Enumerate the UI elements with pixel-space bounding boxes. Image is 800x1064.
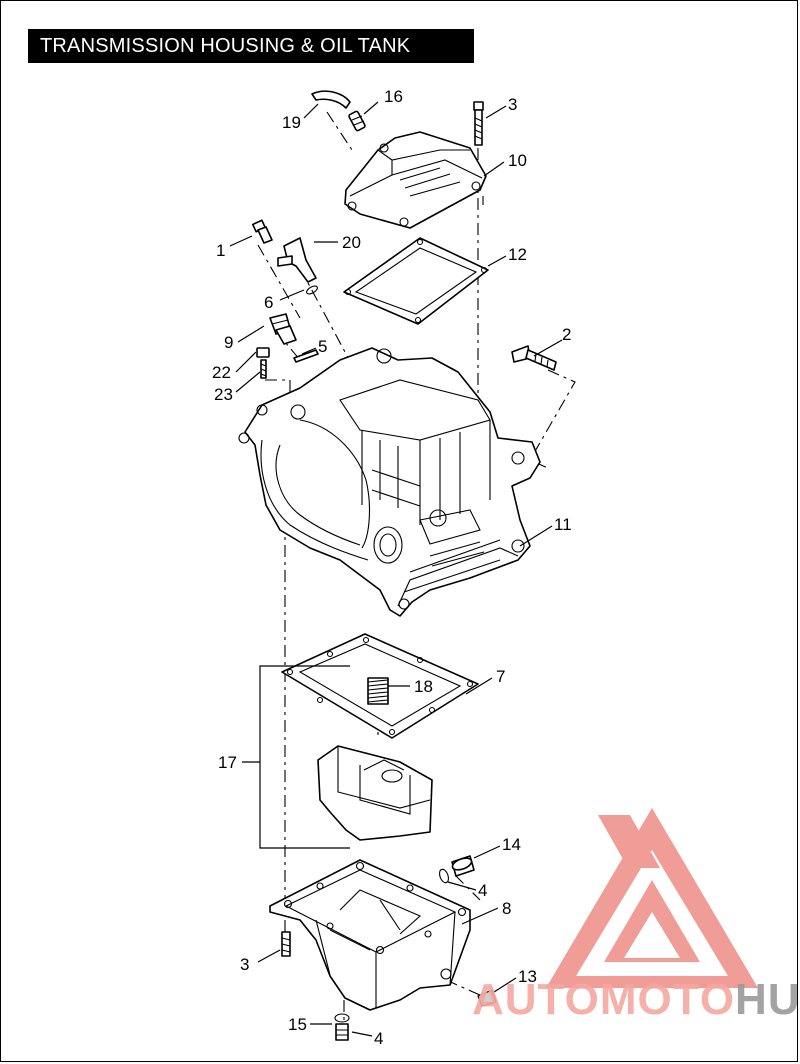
callout-bracket-17 [242,665,350,849]
callout-3-upper: 3 [508,95,517,114]
drain-fitting-15 [334,1013,350,1041]
callout-4-upper: 4 [478,881,487,900]
baffle-spring [367,677,389,705]
callout-7: 7 [496,667,505,686]
plug-13 [477,989,497,1007]
neutral-switch [269,313,297,345]
dowel-pin [293,349,319,363]
o-ring-6 [306,285,318,295]
callout-20: 20 [342,233,361,252]
drain-plug-14 [451,855,475,877]
callout-6: 6 [264,293,273,312]
watermark-logo [546,808,758,988]
leader-lines [229,101,563,1037]
callout-1: 1 [216,241,225,260]
callout-3-lower: 3 [240,955,249,974]
callout-12: 12 [508,245,527,264]
breather-hose [311,90,351,109]
callout-8: 8 [502,899,511,918]
callout-23: 23 [214,385,233,404]
callout-4-lower: 4 [374,1029,383,1048]
callout-9: 9 [224,333,233,352]
top-cover [344,131,487,229]
callout-5: 5 [318,337,327,356]
small-bolt-22 [256,347,270,358]
pan-bolt-lower [281,931,291,957]
oil-baffle [317,745,433,841]
callout-numbers: 19 16 3 10 1 20 12 6 9 5 2 22 23 11 7 18… [212,87,572,1048]
callout-14: 14 [502,835,521,854]
callout-22: 22 [212,363,231,382]
cover-bolt-upper [473,101,484,146]
svg-text:AUTOMOTOHUB: AUTOMOTOHUB [472,975,800,1024]
page-title: TRANSMISSION HOUSING & OIL TANK [28,29,474,63]
watermark-brand-right: HUB [735,975,800,1024]
sensor-assembly [277,237,317,283]
watermark-brand: AUTOMOTOHUB [472,975,800,1024]
breather-fitting [348,110,366,132]
callout-13: 13 [518,967,537,986]
watermark-brand-left: AUTOMOTO [472,975,735,1024]
callout-18: 18 [414,677,433,696]
callout-10: 10 [508,151,527,170]
callout-11: 11 [554,515,572,534]
transmission-housing [238,347,541,617]
callout-2: 2 [562,325,571,344]
callout-19: 19 [282,113,301,132]
stud-23 [260,359,267,379]
callout-16: 16 [384,87,403,106]
o-ring-4-upper [438,868,450,884]
housing-bolt [511,345,557,371]
mounting-screw [251,219,273,244]
oil-pan [269,859,471,1011]
cover-gasket [343,237,489,325]
callout-15: 15 [288,1015,307,1034]
callout-17: 17 [218,753,237,772]
